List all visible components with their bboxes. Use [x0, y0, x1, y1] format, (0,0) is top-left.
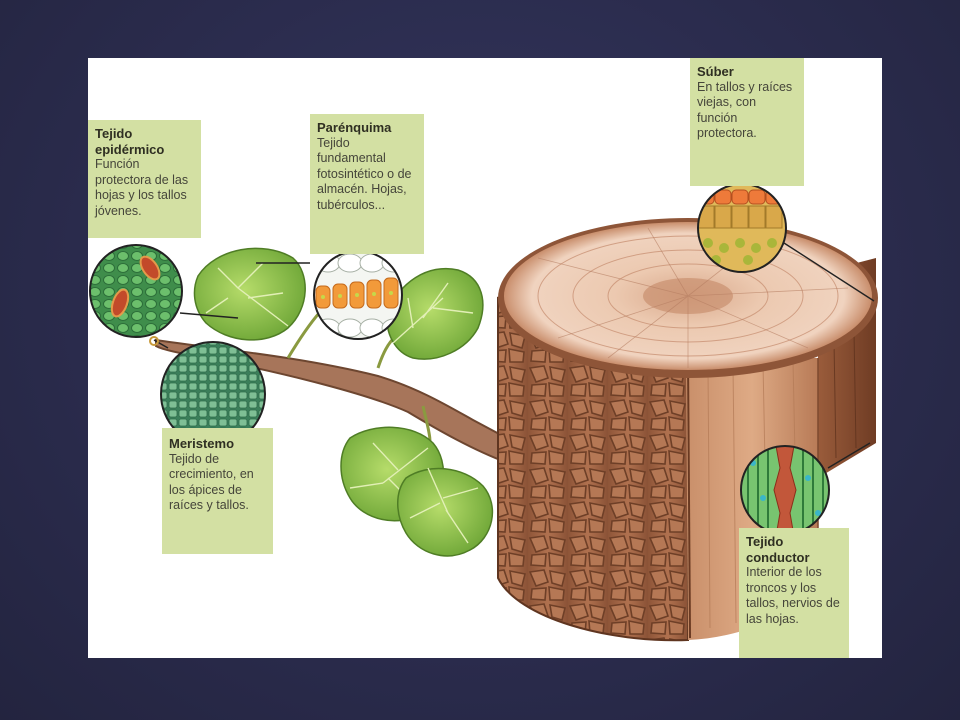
leader-lines: [153, 242, 875, 469]
label-cork: Súber En tallos y raíces viejas, con fun…: [690, 58, 804, 186]
leaf-bottom-right: [397, 467, 494, 557]
label-title: Súber: [697, 64, 734, 79]
epidermis-micrograph: [89, 244, 183, 338]
label-parenchyma: Parénquima Tejido fundamental fotosintét…: [310, 114, 424, 254]
label-description: En tallos y raíces viejas, con función p…: [697, 79, 793, 141]
label-description: Tejido fundamental fotosintético o de al…: [317, 135, 412, 212]
diagram-canvas: Tejido epidérmico Función protectora de …: [88, 58, 882, 658]
label-description: Función protectora de las hojas y los ta…: [95, 157, 189, 218]
leaf-top-left: [193, 247, 306, 341]
label-title: Tejido epidérmico: [95, 126, 165, 157]
vascular-tissue-micrograph: [740, 445, 830, 535]
label-epidermal-tissue: Tejido epidérmico Función protectora de …: [88, 120, 201, 238]
label-vascular-tissue: Tejido conductor Interior de los troncos…: [739, 528, 849, 658]
plant-tissues-illustration: [89, 183, 878, 642]
label-description: Interior de los troncos y los tallos, ne…: [746, 565, 840, 626]
cork-micrograph: [697, 183, 787, 273]
tree-trunk: [497, 218, 878, 642]
parenchyma-micrograph: [313, 250, 403, 340]
leaf-top-middle: [386, 267, 484, 360]
label-title: Parénquima: [317, 120, 392, 135]
label-description: Tejido de crecimiento, en los ápices de …: [169, 451, 254, 513]
label-meristem: Meristemo Tejido de crecimiento, en los …: [162, 428, 273, 554]
label-title: Tejido conductor: [746, 534, 810, 565]
label-title: Meristemo: [169, 436, 235, 451]
